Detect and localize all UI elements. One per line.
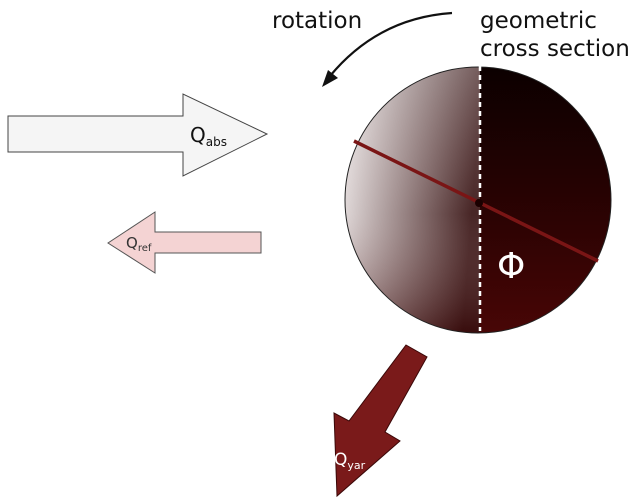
yarkovsky-flux-subscript: yar <box>347 459 365 472</box>
rotating-body: Φ <box>344 66 612 334</box>
absorbed-flux-label: Qabs <box>190 123 227 149</box>
absorbed-flux-arrow: Qabs <box>7 93 269 177</box>
curved-arrow-icon <box>322 11 453 87</box>
yarkovsky-flux-symbol: Q <box>334 450 347 470</box>
phi-label: Φ <box>497 246 525 287</box>
rotation-label: rotation <box>272 8 362 34</box>
reflected-flux-symbol: Q <box>126 234 138 252</box>
absorbed-flux-subscript: abs <box>206 135 227 149</box>
cross-section-label-line2: cross section <box>480 36 630 62</box>
yarkovsky-flux-arrow: Qyar <box>333 344 428 498</box>
cross-section-label-line1: geometric <box>480 8 597 34</box>
reflected-flux-subscript: ref <box>138 243 152 254</box>
body-lit-half-shade <box>345 67 480 333</box>
reflected-flux-label: Qref <box>126 234 152 254</box>
reflected-flux-arrow: Qref <box>107 211 262 274</box>
absorbed-flux-symbol: Q <box>190 123 206 147</box>
body-dark-half <box>480 67 611 333</box>
body-center <box>475 199 483 207</box>
body-outline <box>344 66 612 334</box>
yarkovsky-flux-label: Qyar <box>334 450 366 472</box>
